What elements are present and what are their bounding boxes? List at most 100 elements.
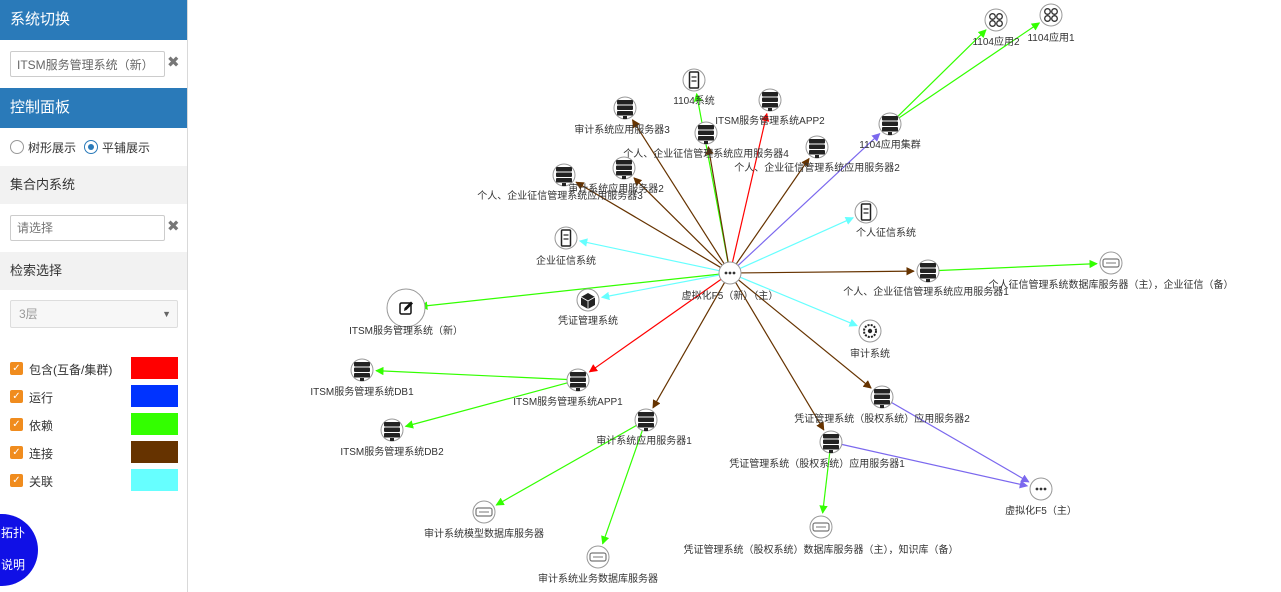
edge-cluster1104-app1104_1[interactable]: [896, 22, 1041, 121]
node-personal[interactable]: 个人征信系统: [854, 200, 916, 239]
node-vouchersrv2[interactable]: 凭证管理系统（股权系统）应用服务器2: [794, 385, 970, 425]
node-auditsrv2[interactable]: 审计系统应用服务器2: [568, 156, 664, 195]
node-credit2[interactable]: 个人、企业征信管理系统应用服务器2: [734, 135, 900, 174]
node-db2[interactable]: ITSM服务管理系统DB2: [340, 418, 444, 458]
database-icon: [1102, 258, 1120, 268]
node-f5main[interactable]: 虚拟化F5（新）（主）: [682, 261, 779, 302]
database-icon: [812, 522, 830, 532]
server-small-icon: [688, 71, 700, 89]
clear-collection-icon[interactable]: ✖: [167, 218, 180, 235]
legend-row-relate: ✓ 关联: [0, 467, 187, 495]
level-select-value: 3层: [19, 307, 38, 321]
node-auditmodel[interactable]: 审计系统模型数据库服务器: [424, 500, 544, 540]
node-credit1[interactable]: 个人、企业征信管理系统应用服务器1: [843, 259, 1009, 298]
edge-f5main-auditsrv2[interactable]: [633, 177, 725, 268]
radio-tree-mode[interactable]: [10, 140, 24, 154]
node-circle[interactable]: [554, 226, 578, 250]
edge-f5main-auditsrv1[interactable]: [652, 279, 727, 409]
server-icon: [616, 160, 632, 179]
box-icon: [580, 293, 596, 309]
edge-credit1-creditdb[interactable]: [935, 259, 1098, 272]
edge-type-legend: ✓ 包含(互备/集群) ✓ 运行 ✓ 依赖 ✓ 连接 ✓ 关联: [0, 355, 187, 495]
collection-input[interactable]: [10, 215, 165, 241]
edge-f5main-credit4[interactable]: [705, 145, 730, 266]
node-voucher[interactable]: 凭证管理系统: [558, 288, 618, 327]
node-label: 凭证管理系统（股权系统）数据库服务器（主），知识库（备）: [684, 543, 959, 556]
server-icon: [617, 100, 633, 119]
edge-f5main-itsmapp2[interactable]: [731, 112, 770, 266]
edge-f5main-app1[interactable]: [588, 277, 724, 373]
checkbox-depend[interactable]: ✓: [10, 418, 23, 431]
node-label: 凭证管理系统（股权系统）应用服务器1: [729, 457, 905, 470]
edge-app1-db2[interactable]: [404, 381, 571, 429]
topology-help-line1: 拓扑: [0, 526, 25, 540]
color-swatch-run[interactable]: [131, 385, 178, 407]
tree-mode-label[interactable]: 树形展示: [28, 140, 77, 155]
node-itsm[interactable]: ITSM服务管理系统（新）: [349, 288, 463, 337]
clear-system-icon[interactable]: ✖: [167, 54, 180, 71]
node-cluster1104[interactable]: 1104应用集群: [859, 112, 921, 151]
topology-help-button[interactable]: 拓扑 说明: [0, 514, 38, 586]
checkbox-connect[interactable]: ✓: [10, 446, 23, 459]
node-app1104_1[interactable]: 1104应用1: [1027, 3, 1075, 44]
node-voucherdb[interactable]: 凭证管理系统（股权系统）数据库服务器（主），知识库（备）: [684, 515, 959, 556]
server-small-icon: [860, 203, 872, 221]
system-input[interactable]: [10, 51, 165, 77]
node-vouchersrv1[interactable]: 凭证管理系统（股权系统）应用服务器1: [729, 430, 905, 470]
node-creditdb[interactable]: 个人征信管理系统数据库服务器（主），企业征信（备）: [989, 251, 1234, 291]
node-credit3[interactable]: 个人、企业征信管理系统应用服务器3: [477, 163, 643, 202]
edge-f5main-personal[interactable]: [737, 216, 854, 271]
node-itsmapp2[interactable]: ITSM服务管理系统APP2: [715, 88, 825, 127]
edge-f5main-enterprise[interactable]: [578, 238, 723, 272]
node-label: 审计系统应用服务器2: [568, 182, 664, 195]
edge-vouchersrv1-f5[interactable]: [838, 443, 1029, 489]
edge-f5main-vouchersrv1[interactable]: [733, 279, 825, 431]
node-circle[interactable]: [682, 68, 706, 92]
topology-graph[interactable]: 虚拟化F5（新）（主）ITSM服务管理系统（新）ITSM服务管理系统APP1IT…: [188, 0, 1281, 592]
edge-f5main-voucher[interactable]: [600, 273, 723, 301]
display-mode-group: 树形展示 平铺展示: [0, 128, 187, 166]
node-circle[interactable]: [854, 200, 878, 224]
node-auditsrv1[interactable]: 审计系统应用服务器1: [596, 408, 692, 447]
node-f5[interactable]: 虚拟化F5（主）: [1005, 477, 1077, 517]
edge-auditsrv1-auditmodel[interactable]: [495, 423, 640, 506]
edge-f5main-credit3[interactable]: [575, 181, 724, 270]
edge-f5main-audit[interactable]: [737, 275, 858, 327]
node-s1104[interactable]: 1104系统: [673, 68, 715, 107]
edge-f5main-vouchersrv2[interactable]: [735, 277, 872, 389]
color-swatch-contain[interactable]: [131, 357, 178, 379]
edge-vouchersrv2-f5[interactable]: [888, 400, 1030, 483]
edge-cluster1104-app1104_2[interactable]: [895, 29, 987, 119]
node-enterprise[interactable]: 企业征信系统: [536, 226, 596, 267]
node-auditbiz[interactable]: 审计系统业务数据库服务器: [538, 545, 658, 585]
level-select[interactable]: 3层 ▼: [10, 300, 178, 328]
radio-flat-mode[interactable]: [84, 140, 99, 154]
checkbox-contain[interactable]: ✓: [10, 362, 23, 375]
node-audit[interactable]: 审计系统: [850, 319, 890, 360]
node-circle[interactable]: [984, 8, 1008, 32]
edge-f5main-itsm[interactable]: [419, 273, 723, 310]
checkbox-relate[interactable]: ✓: [10, 474, 23, 487]
color-swatch-depend[interactable]: [131, 413, 178, 435]
node-label: 个人征信系统: [856, 226, 916, 239]
collection-section-title: 集合内系统: [0, 166, 187, 204]
node-credit4[interactable]: 个人、企业征信管理系统应用服务器4: [623, 121, 789, 160]
edge-vouchersrv1-voucherdb[interactable]: [819, 449, 831, 514]
node-db1[interactable]: ITSM服务管理系统DB1: [310, 358, 414, 398]
checkbox-run[interactable]: ✓: [10, 390, 23, 403]
server-small-icon: [560, 229, 572, 247]
edge-app1-db1[interactable]: [375, 366, 571, 381]
edge-f5main-credit1[interactable]: [737, 267, 915, 276]
color-swatch-relate[interactable]: [131, 469, 178, 491]
node-app1104_2[interactable]: 1104应用2: [972, 8, 1020, 48]
edge-f5main-auditsrv3[interactable]: [632, 119, 727, 267]
node-app1[interactable]: ITSM服务管理系统APP1: [513, 368, 623, 408]
flat-mode-label[interactable]: 平铺展示: [102, 140, 151, 155]
node-circle[interactable]: [1039, 3, 1063, 27]
edge-auditsrv1-auditbiz[interactable]: [601, 427, 644, 545]
legend-label-connect: 连接: [29, 447, 54, 461]
node-auditsrv3[interactable]: 审计系统应用服务器3: [574, 96, 670, 136]
edge-f5main-cluster1104[interactable]: [735, 132, 881, 268]
color-swatch-connect[interactable]: [131, 441, 178, 463]
edge-f5main-credit2[interactable]: [734, 157, 810, 267]
